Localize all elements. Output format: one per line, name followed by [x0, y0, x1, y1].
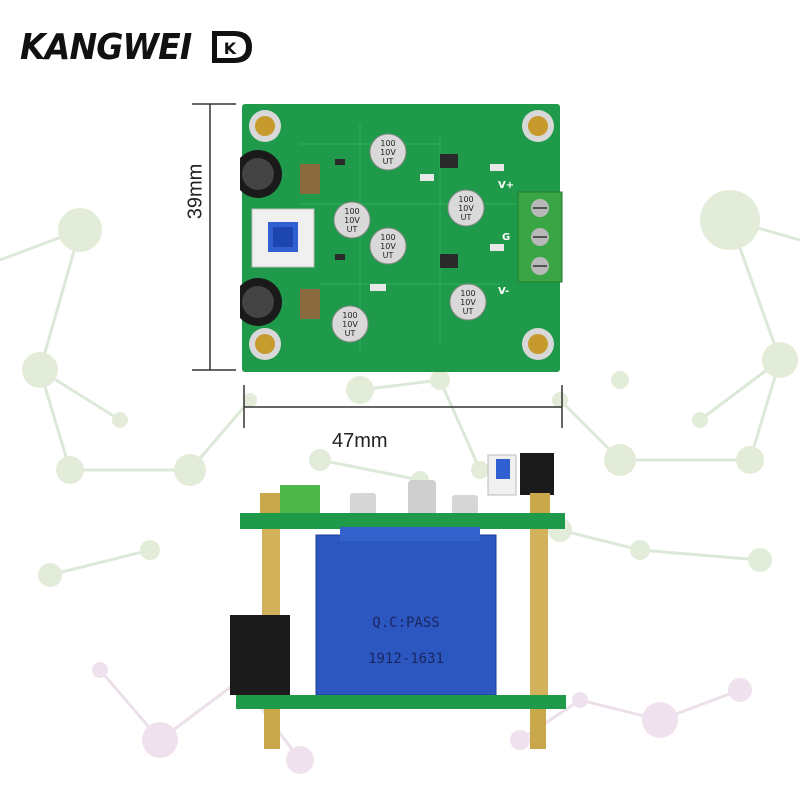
brass-standoff-right: [530, 529, 548, 705]
cap-label-value: 100: [344, 207, 359, 216]
cap-label-voltage: 10V: [342, 320, 358, 329]
cap-label-voltage: 10V: [460, 298, 476, 307]
brand-logo: KANGWEI K: [20, 22, 254, 72]
brand-logo-mark-icon: K: [212, 31, 253, 63]
smd-capacitor-c8: 100 10V UT: [333, 201, 371, 239]
terminal-label-negative: V-: [498, 286, 509, 297]
transformer-label-qc: Q.C:PASS: [372, 615, 439, 631]
electrolytic-capacitor-side: [520, 453, 554, 495]
cap-label-voltage: 10V: [344, 216, 360, 225]
current-transformer: [315, 534, 497, 696]
cap-label-code: UT: [383, 251, 394, 260]
cap-label-code: UT: [463, 307, 474, 316]
terminal-label-positive: V+: [498, 180, 514, 191]
cap-label-value: 100: [380, 139, 395, 148]
cap-label-code: UT: [383, 157, 394, 166]
cap-label-value: 100: [342, 311, 357, 320]
width-dimension-label: 47mm: [332, 430, 388, 452]
mount-screw-icon: [249, 110, 554, 360]
cap-label-voltage: 10V: [458, 204, 474, 213]
pcb-side-view: Q.C:PASS 1912-1631: [230, 453, 566, 749]
cap-label-voltage: 10V: [380, 148, 396, 157]
smd-capacitor-c16: 100 10V UT: [369, 227, 407, 265]
height-dimension-label: 39mm: [184, 163, 207, 220]
dip-switch-icon: [251, 208, 315, 268]
top-pcb-edge: [240, 513, 565, 529]
cap-label-code: UT: [345, 329, 356, 338]
cap-label-code: UT: [461, 213, 472, 222]
screw-terminal-block: [517, 191, 563, 283]
smd-capacitor-c14: 100 10V UT: [449, 283, 487, 321]
electrolytic-capacitor-icon: [240, 150, 282, 326]
terminal-label-ground: G: [502, 232, 510, 243]
brand-logo-text: KANGWEI: [20, 26, 192, 68]
cap-label-value: 100: [458, 195, 473, 204]
cap-label-value: 100: [380, 233, 395, 242]
smd-capacitor-c9: 100 10V UT: [447, 189, 485, 227]
pcb-top-view: 100 10V UT 100 10V UT 100 10V UT 100 10V…: [240, 104, 563, 372]
brand-logo-mark-letter: K: [224, 39, 237, 58]
transformer-label-code: 1912-1631: [368, 651, 444, 667]
cap-label-value: 100: [460, 289, 475, 298]
cap-label-voltage: 10V: [380, 242, 396, 251]
smd-capacitor-c17: 100 10V UT: [331, 305, 369, 343]
cap-label-code: UT: [347, 225, 358, 234]
terminal-block-side: [280, 485, 320, 515]
smd-capacitor-c7: 100 10V UT: [369, 133, 407, 171]
bottom-pcb-edge: [236, 695, 566, 709]
